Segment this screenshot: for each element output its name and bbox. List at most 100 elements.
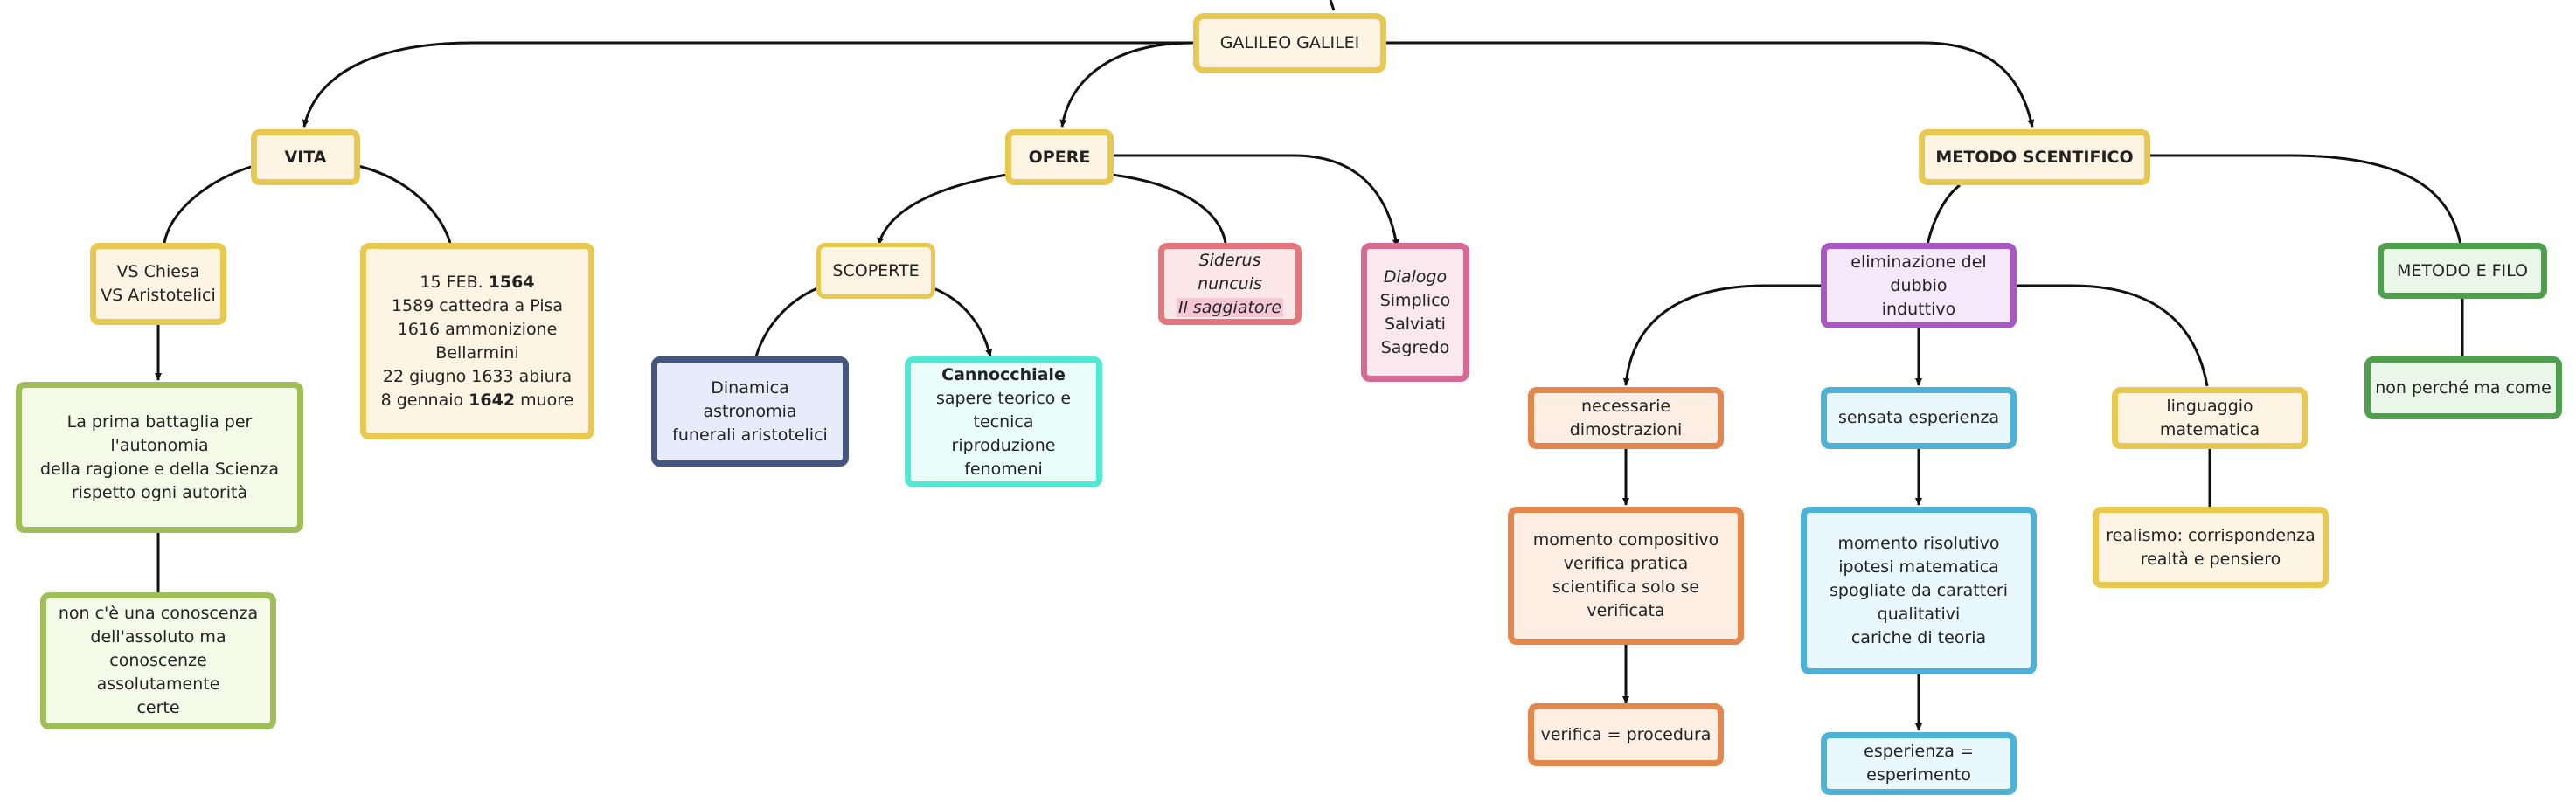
node-text-line: Il saggiatore [1176,296,1284,320]
node-text-line: verifica = procedura [1540,724,1712,744]
node-text-line: esperienza = [1864,742,1974,761]
node-text-line: Sagredo [1380,337,1450,357]
edge-scoperte-cannocchiale [933,287,992,357]
edge-eliminazione-necessarie [1622,284,1823,386]
node-text-line: dell'assoluto ma [90,627,226,647]
node-text-part: Cannocchiale [941,364,1066,384]
edge-scoperte-dinamica [754,287,818,357]
node-text-line: Dinamica [711,377,789,398]
node-text-line: VS Chiesa [116,262,200,281]
node-text-line: Salviati [1385,314,1446,334]
node-text-part: Il saggiatore [1176,297,1284,317]
node-text-line: METODO SCENTIFICO [1935,147,2134,167]
node-metodo-e-filo[interactable]: METODO E FILO [2378,243,2547,299]
node-text-line: Dialogo [1384,266,1447,289]
node-sensata-esperienza[interactable]: sensata esperienza [1821,387,2017,449]
node-text-line: 1589 cattedra a Pisa [391,295,564,315]
node-text-line: eliminazione del [1850,252,1987,272]
node-text-line: 1616 ammonizione [397,319,558,339]
node-eliminazione-dubbio[interactable]: eliminazione del dubbio induttivo [1821,243,2017,328]
node-metodo-scentifico[interactable]: METODO SCENTIFICO [1919,129,2150,185]
node-text-part: 15 FEB. [420,272,489,292]
node-text-line: qualitativi [1877,604,1961,624]
node-text-line: VITA [284,147,327,167]
node-necessarie-dimostrazioni[interactable]: necessarie dimostrazioni [1528,387,1724,449]
node-text-line: verifica pratica [1563,554,1689,573]
node-text-line: cariche di teoria [1850,627,1987,647]
node-text-line: realismo: corrispondenza [2106,525,2316,545]
node-text-line: esperimento [1866,765,1971,785]
node-vita[interactable]: VITA [251,129,360,185]
node-text-line: Cannocchiale [941,363,1066,387]
node-text-line: non c'è una conoscenza [58,604,259,623]
edge-galileo-opere [1059,41,1194,128]
edge-vita-chiesa [163,164,254,244]
node-momento-compositivo[interactable]: momento compositivo verifica pratica scien… [1508,507,1744,645]
node-opere[interactable]: OPERE [1005,129,1114,185]
node-text-line: dimostrazioni [1569,419,1683,439]
edge-opere-scoperte [877,173,1008,245]
node-text-line: conoscenze assolutamente [96,651,220,694]
node-text-line: Simplico [1379,290,1451,310]
node-text-line: della ragione e della Scienza [39,459,280,479]
node-text-line: certe [136,698,180,717]
node-text-part: muore [515,390,574,410]
edge-opere-sidereus [1111,173,1227,244]
node-text-line: rispetto ogni autorità [71,482,248,502]
node-text-line: dubbio [1890,275,1948,295]
node-text-line: sensata esperienza [1837,408,2000,427]
node-galileo-galilei[interactable]: GALILEO GALILEI [1193,13,1386,73]
node-text-line: matematica [2159,419,2260,439]
node-text-line: scientifica solo se verificata [1552,577,1700,620]
node-text-line: 8 gennaio 1642 muore [381,389,574,412]
node-non-perche-ma-come[interactable]: non perché ma come [2364,356,2562,419]
node-momento-risolutivo[interactable]: momento risolutivo ipotesi matematica spog… [1801,507,2037,674]
node-text-line: necessarie [1580,396,1671,416]
node-text-part: 1564 [488,272,535,292]
node-text-line: OPERE [1028,147,1091,167]
node-text-part: 8 gennaio [380,390,469,410]
node-text-line: GALILEO GALILEI [1219,33,1360,52]
node-text-part: 1642 [469,390,516,410]
node-text-line: VS Aristotelici [101,286,216,305]
edge-eliminazione-linguaggio [2015,284,2209,387]
edge-galileo-metodo [1386,41,2035,128]
node-text-line: spogliate da caratteri [1830,580,2008,600]
node-text-part: Dialogo [1383,266,1448,287]
node-text-line: induttivo [1881,299,1956,319]
edge-metodo-metodofilo [2149,154,2462,245]
node-realismo[interactable]: realismo: corrispondenza realtà e pensier… [2093,507,2329,588]
node-text-line: Siderus nuncuis [1164,249,1295,296]
node-vs-chiesa[interactable]: VS Chiesa VS Aristotelici [90,243,226,325]
node-esperienza-esperimento[interactable]: esperienza = esperimento [1821,732,2017,795]
node-text-line: astronomia [703,401,797,421]
node-text-line: linguaggio [2166,396,2253,416]
node-text-line: tecnica [973,411,1034,432]
edge-vita-date [358,164,452,244]
node-text-line: momento compositivo [1532,530,1719,550]
node-text-line: non perché ma come [2375,377,2552,398]
node-text-line: SCOPERTE [832,260,920,280]
node-prima-battaglia[interactable]: La prima battaglia per l'autonomia della … [16,382,303,533]
node-text-line: Bellarmini [435,342,519,363]
node-text-line: ipotesi matematica [1838,557,1999,577]
node-linguaggio-matematica[interactable]: linguaggio matematica [2112,387,2308,449]
node-text-line: La prima battaglia per l'autonomia [66,411,253,455]
node-scoperte[interactable]: SCOPERTE [816,243,935,299]
node-text-line: momento risolutivo [1837,533,2000,553]
edge-metodo-eliminazione [1926,183,1961,245]
node-text-line: METODO E FILO [2396,260,2529,280]
node-text-line: realtà e pensiero [2140,549,2281,569]
node-text-line: 22 giugno 1633 abiura [382,366,573,386]
edge-galileo-vita [302,41,1193,128]
edge-opere-dialogo [1112,154,1399,247]
node-verifica-procedura[interactable]: verifica = procedura [1528,703,1724,766]
node-conoscenza[interactable]: non c'è una conoscenza dell'assoluto ma co… [40,592,276,729]
node-text-line: 15 FEB. 1564 [420,271,534,294]
